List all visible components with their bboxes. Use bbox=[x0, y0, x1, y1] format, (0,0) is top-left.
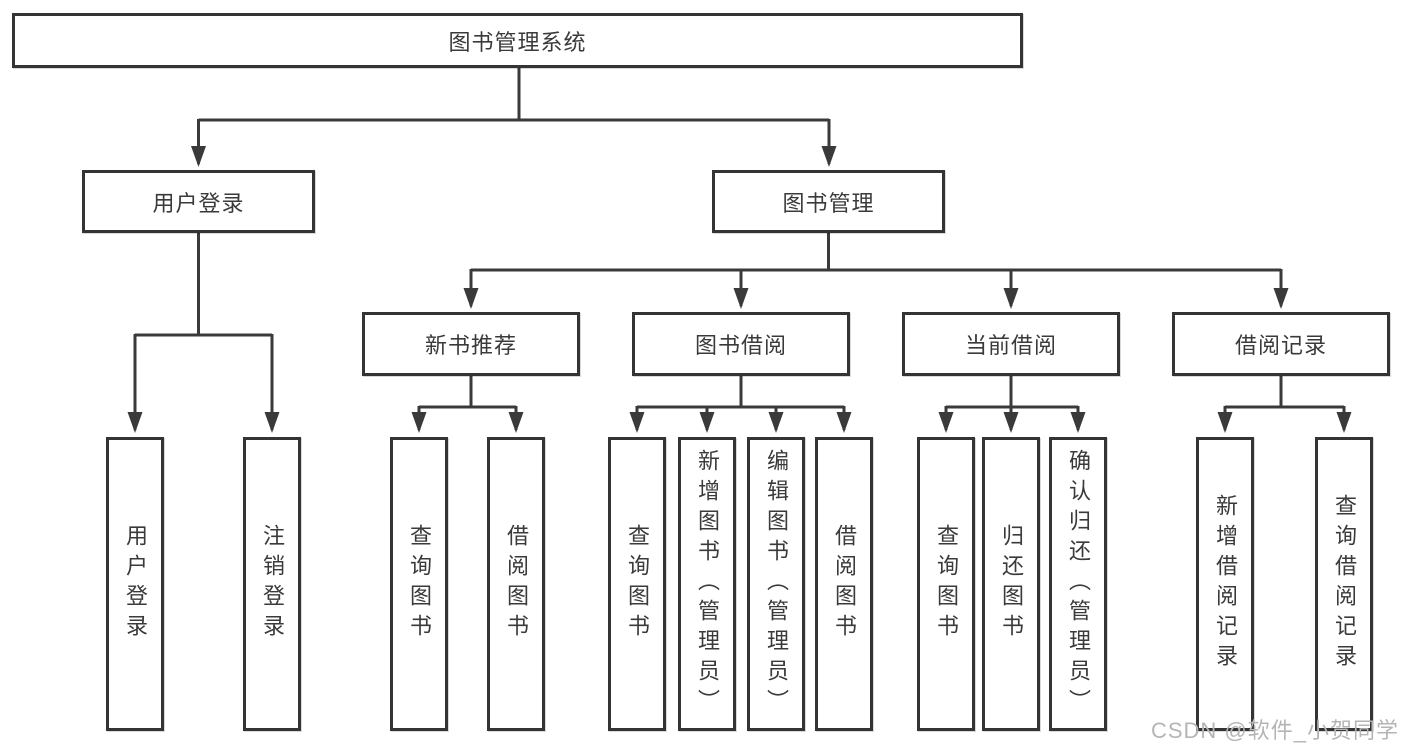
leaf-add-books-admin: 新增图书（管理员） bbox=[678, 437, 736, 731]
leaf-label: 确认归还（管理员） bbox=[1066, 449, 1091, 719]
leaf-confirm-return-admin: 确认归还（管理员） bbox=[1049, 437, 1107, 731]
node-label: 图书借阅 bbox=[694, 333, 787, 358]
leaf-label: 查询图书 bbox=[407, 524, 432, 644]
leaf-query-books-borrow: 查询图书 bbox=[608, 437, 666, 731]
leaf-borrow-books: 借阅图书 bbox=[815, 437, 873, 731]
node-user-login: 用户登录 bbox=[82, 170, 315, 233]
node-book-management: 图书管理 bbox=[712, 170, 945, 233]
leaf-query-books-newbook: 查询图书 bbox=[390, 437, 448, 731]
leaf-label: 新增图书（管理员） bbox=[695, 449, 720, 719]
leaf-query-books-current: 查询图书 bbox=[917, 437, 975, 731]
leaf-edit-books-admin: 编辑图书（管理员） bbox=[747, 437, 805, 731]
wire-borrow-trunk bbox=[637, 376, 844, 409]
node-new-book-recommend: 新书推荐 bbox=[362, 312, 580, 376]
wire-current-trunk bbox=[946, 376, 1078, 409]
leaf-label: 归还图书 bbox=[999, 524, 1024, 644]
wire-newbook-trunk bbox=[419, 376, 516, 409]
node-label: 借阅记录 bbox=[1234, 333, 1327, 358]
leaf-return-books: 归还图书 bbox=[982, 437, 1040, 731]
node-label: 图书管理 bbox=[782, 190, 875, 216]
leaf-add-borrow-record: 新增借阅记录 bbox=[1196, 437, 1254, 731]
node-root-system: 图书管理系统 bbox=[12, 13, 1023, 68]
leaf-label: 编辑图书（管理员） bbox=[764, 449, 789, 719]
leaf-logout: 注销登录 bbox=[243, 437, 301, 731]
node-borrowing-records: 借阅记录 bbox=[1172, 312, 1390, 376]
leaf-label: 借阅图书 bbox=[504, 524, 529, 644]
watermark: CSDN @软件_小贺同学 bbox=[1150, 718, 1399, 743]
leaf-label: 查询借阅记录 bbox=[1332, 494, 1357, 674]
leaf-label: 借阅图书 bbox=[832, 524, 857, 644]
wire-records-trunk bbox=[1225, 376, 1344, 409]
node-label: 用户登录 bbox=[152, 190, 245, 216]
node-label: 图书管理系统 bbox=[448, 29, 587, 55]
leaf-user-login: 用户登录 bbox=[106, 437, 164, 731]
node-label: 当前借阅 bbox=[964, 333, 1057, 358]
node-book-borrowing: 图书借阅 bbox=[632, 312, 850, 376]
leaf-label: 查询图书 bbox=[625, 524, 650, 644]
node-label: 新书推荐 bbox=[424, 333, 517, 358]
leaf-label: 新增借阅记录 bbox=[1213, 494, 1238, 674]
leaf-query-borrow-record: 查询借阅记录 bbox=[1315, 437, 1373, 731]
leaf-borrow-books-newbook: 借阅图书 bbox=[487, 437, 545, 731]
wire-bookmgmt-trunk bbox=[471, 233, 1281, 272]
leaf-label: 注销登录 bbox=[260, 524, 285, 644]
node-current-borrowing: 当前借阅 bbox=[902, 312, 1120, 376]
leaf-label: 用户登录 bbox=[123, 524, 148, 644]
leaf-label: 查询图书 bbox=[934, 524, 959, 644]
wire-userlogin-trunk bbox=[135, 233, 272, 337]
wire-root-trunk bbox=[198, 68, 829, 122]
